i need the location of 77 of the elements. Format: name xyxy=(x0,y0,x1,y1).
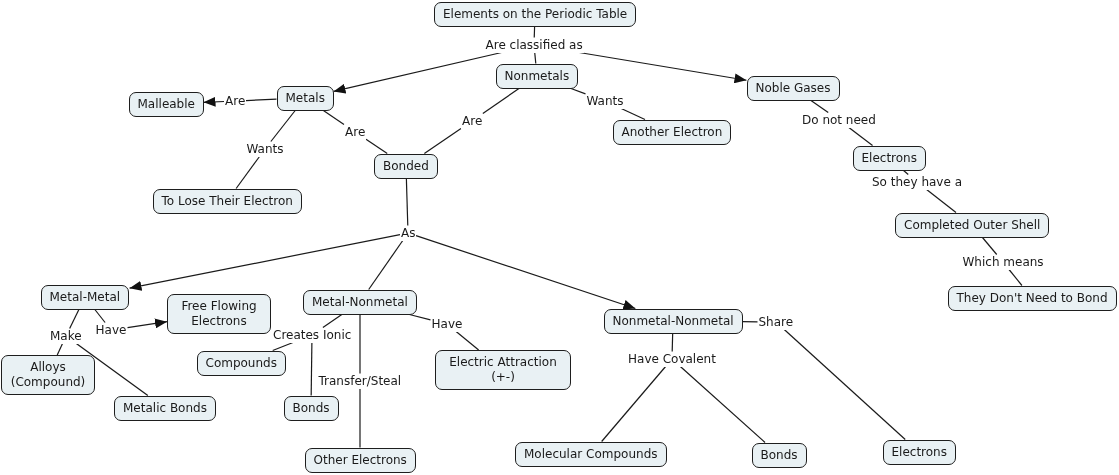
arrow xyxy=(415,235,636,310)
connector-line xyxy=(235,155,261,190)
connector-line xyxy=(1008,268,1023,287)
arrow xyxy=(126,318,168,329)
linking-phrase: Are xyxy=(344,124,367,140)
connector-line xyxy=(570,87,587,95)
concept-box: Metal-Nonmetal xyxy=(303,289,417,315)
connector-line xyxy=(75,342,149,397)
connector-line xyxy=(310,341,313,397)
concept-box: To Lose Their Electron xyxy=(152,188,302,214)
connector-line xyxy=(359,313,361,375)
connector-line xyxy=(926,188,957,214)
linking-phrase: Are xyxy=(461,113,484,129)
concept-box: Metal-Metal xyxy=(40,284,130,310)
linking-phrase: So they have a xyxy=(871,174,963,190)
connector-line xyxy=(270,109,296,143)
connector-line xyxy=(810,99,829,114)
connector-line xyxy=(601,365,667,443)
connector-line xyxy=(245,98,278,102)
connector-line xyxy=(482,87,520,115)
concept-box: Metalic Bonds xyxy=(114,395,216,421)
connector-line xyxy=(671,332,674,353)
connector-line xyxy=(408,313,432,321)
connector-line xyxy=(620,107,646,121)
linking-phrase: Have Covalent xyxy=(627,351,717,367)
concept-box: Bonded xyxy=(374,153,438,179)
linking-phrase: Creates Ionic xyxy=(272,327,353,343)
arrow xyxy=(332,51,503,94)
connector-line xyxy=(783,328,906,441)
concept-box: Electric Attraction (+-) xyxy=(435,350,571,390)
concept-box: Alloys (Compound) xyxy=(1,355,95,395)
concept-box: Nonmetals xyxy=(495,63,579,89)
linking-phrase: Do not need xyxy=(801,112,877,128)
concept-box: Noble Gases xyxy=(746,75,840,101)
concept-box: Bonds xyxy=(283,395,339,421)
arrow xyxy=(128,234,401,291)
connector-line xyxy=(272,341,294,352)
concept-box: Another Electron xyxy=(612,119,732,145)
connector-line xyxy=(56,342,64,356)
concept-box: Free Flowing Electrons xyxy=(167,294,271,334)
arrow xyxy=(202,96,225,107)
connector-line xyxy=(455,330,480,351)
connector-line xyxy=(94,308,106,324)
connector-line xyxy=(981,236,998,256)
concept-box: Other Electrons xyxy=(304,447,416,473)
concept-box: Bonds xyxy=(751,442,807,468)
concept-box: Electrons xyxy=(882,439,956,465)
linking-phrase: Share xyxy=(757,314,795,330)
linking-phrase: As xyxy=(400,225,417,241)
connector-line xyxy=(423,127,462,155)
connector-line xyxy=(359,387,361,449)
connector-line xyxy=(322,109,345,126)
concept-box: Malleable xyxy=(128,91,204,117)
connector-line xyxy=(365,138,388,155)
concept-box: Electrons xyxy=(852,145,926,171)
linking-phrase: Transfer/Steal xyxy=(317,373,403,389)
connector-line xyxy=(848,126,874,147)
linking-phrase: Wants xyxy=(245,141,285,157)
concept-box: They Don't Need to Bond xyxy=(947,285,1117,311)
connector-line xyxy=(903,169,909,176)
connector-line xyxy=(69,308,80,330)
connector-line xyxy=(322,313,343,329)
linking-phrase: Wants xyxy=(585,93,625,109)
concept-box: Compounds xyxy=(196,350,286,376)
concept-box: Molecular Compounds xyxy=(515,441,667,467)
concept-box: Completed Outer Shell xyxy=(895,212,1050,238)
linking-phrase: Are classified as xyxy=(484,37,584,53)
concept-box: Metals xyxy=(276,85,334,111)
connector-line xyxy=(679,365,766,444)
linking-phrase: Make xyxy=(49,328,83,344)
linking-phrase: Which means xyxy=(961,254,1045,270)
linking-phrase: Have xyxy=(430,316,464,332)
concept-box: Elements on the Periodic Table xyxy=(434,1,637,27)
concept-box: Nonmetal-Nonmetal xyxy=(603,308,743,334)
connector-line xyxy=(405,177,409,227)
connector-line xyxy=(534,51,537,65)
connector-line xyxy=(368,239,404,291)
